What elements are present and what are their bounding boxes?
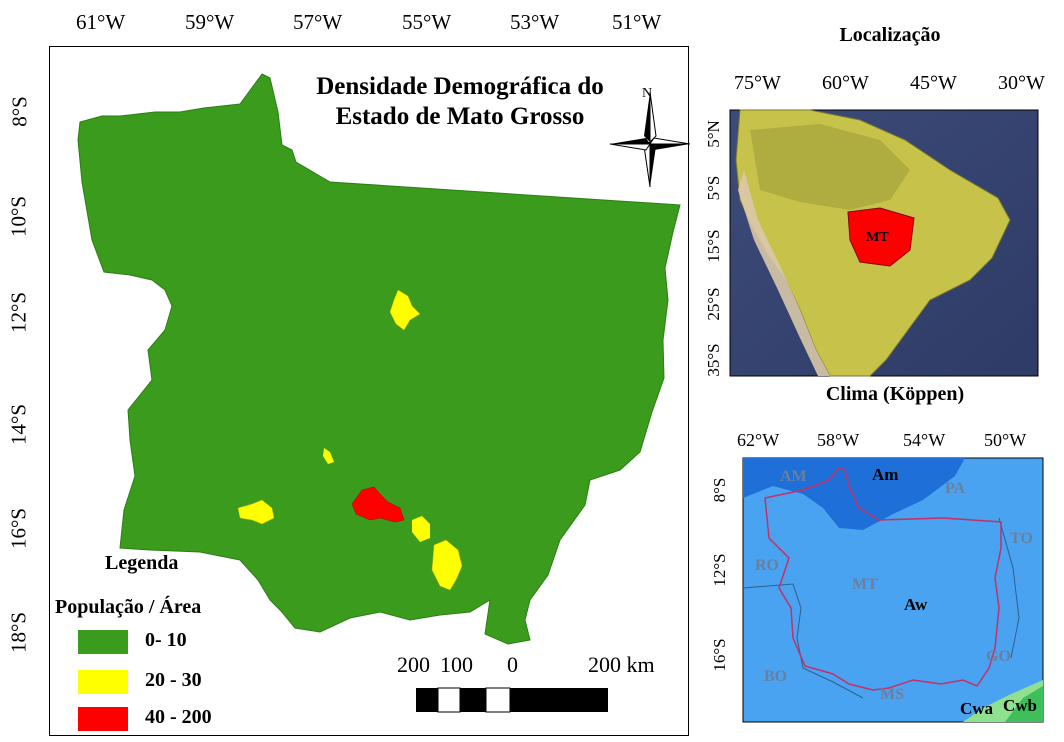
- legend-label-mid: 20 - 30: [145, 669, 202, 691]
- mt-outline: [764, 467, 1002, 691]
- legend-swatch-low: [78, 630, 128, 654]
- scale-label-100: 100: [440, 652, 473, 677]
- loc-lon-tick: 75°W: [734, 72, 781, 94]
- state-label-to: TO: [1010, 530, 1033, 547]
- north-label: N: [642, 86, 653, 101]
- climate-lon-tick: 54°W: [903, 430, 946, 450]
- state-label-go: GO: [986, 648, 1011, 665]
- loc-lat-tick: 35°S: [704, 343, 723, 377]
- lon-tick: 55°W: [402, 10, 452, 34]
- density-high-patch: [351, 486, 405, 523]
- climate-label-cwa: Cwa: [960, 699, 994, 718]
- legend-subtitle: População / Área: [55, 596, 202, 618]
- climate-lat-tick: 16°S: [710, 638, 729, 672]
- legend-swatch-mid: [78, 670, 128, 694]
- title-line-1: Densidade Demográfica do: [316, 73, 604, 100]
- loc-lon-tick: 45°W: [910, 72, 957, 94]
- density-mid-patch-south: [431, 539, 463, 591]
- location-map: [729, 109, 1039, 377]
- density-mid-patch-west: [237, 499, 275, 525]
- scale-label-200: 200: [397, 652, 430, 677]
- lon-tick: 59°W: [185, 10, 235, 34]
- density-mid-patch-north: [389, 289, 421, 331]
- location-map-title: Localização: [839, 24, 941, 46]
- density-mid-patch-small: [323, 448, 334, 464]
- lon-tick: 51°W: [612, 10, 662, 34]
- lon-tick: 53°W: [510, 10, 560, 34]
- density-mid-patch-center: [412, 516, 430, 542]
- climate-zone-cwb: [1005, 686, 1043, 722]
- climate-label-aw: Aw: [904, 595, 928, 614]
- scale-bar: [416, 687, 608, 713]
- loc-lat-tick: 5°S: [704, 175, 723, 201]
- loc-lat-tick: 25°S: [704, 287, 723, 321]
- mt-highlight: [847, 207, 915, 267]
- climate-map-title: Clima (Köppen): [825, 383, 965, 405]
- climate-lon-tick: 58°W: [817, 430, 860, 450]
- climate-map: [742, 457, 1044, 723]
- legend-title: Legenda: [105, 552, 179, 574]
- loc-lon-tick: 30°W: [998, 72, 1045, 94]
- north-arrow-icon: [609, 91, 691, 188]
- scale-label-0: 0: [507, 652, 518, 677]
- lon-tick: 61°W: [76, 10, 126, 34]
- main-map-frame: [49, 46, 689, 736]
- climate-lat-tick: 8°S: [710, 477, 729, 503]
- climate-lon-tick: 62°W: [737, 430, 780, 450]
- state-label-am: AM: [780, 468, 807, 485]
- state-label-bo: BO: [764, 668, 788, 685]
- climate-lon-tick: 50°W: [984, 430, 1027, 450]
- title-line-2: Estado de Mato Grosso: [335, 103, 585, 130]
- climate-lat-tick: 12°S: [710, 553, 729, 587]
- loc-lon-tick: 60°W: [822, 72, 869, 94]
- state-label-ro: RO: [755, 557, 779, 574]
- location-state-label: MT: [866, 230, 889, 245]
- climate-label-am: Am: [872, 465, 899, 484]
- climate-zone-am: [743, 458, 965, 530]
- scale-label-200km: 200 km: [588, 652, 655, 677]
- main-map-title: Densidade Demográfica do Estado de Mato …: [280, 72, 640, 132]
- legend-label-high: 40 - 200: [145, 706, 212, 728]
- mato-grosso-map: [77, 73, 681, 645]
- lon-tick: 57°W: [293, 10, 343, 34]
- state-shape-low-density: [77, 73, 681, 645]
- legend-label-low: 0- 10: [145, 629, 187, 651]
- climate-label-cwb: Cwb: [1003, 696, 1038, 715]
- state-label-mt: MT: [852, 576, 878, 593]
- loc-lat-tick: 5°N: [704, 120, 723, 148]
- state-label-ms: MS: [880, 686, 904, 703]
- loc-lat-tick: 15°S: [704, 229, 723, 263]
- state-label-pa: PA: [945, 480, 966, 497]
- legend-swatch-high: [78, 707, 128, 731]
